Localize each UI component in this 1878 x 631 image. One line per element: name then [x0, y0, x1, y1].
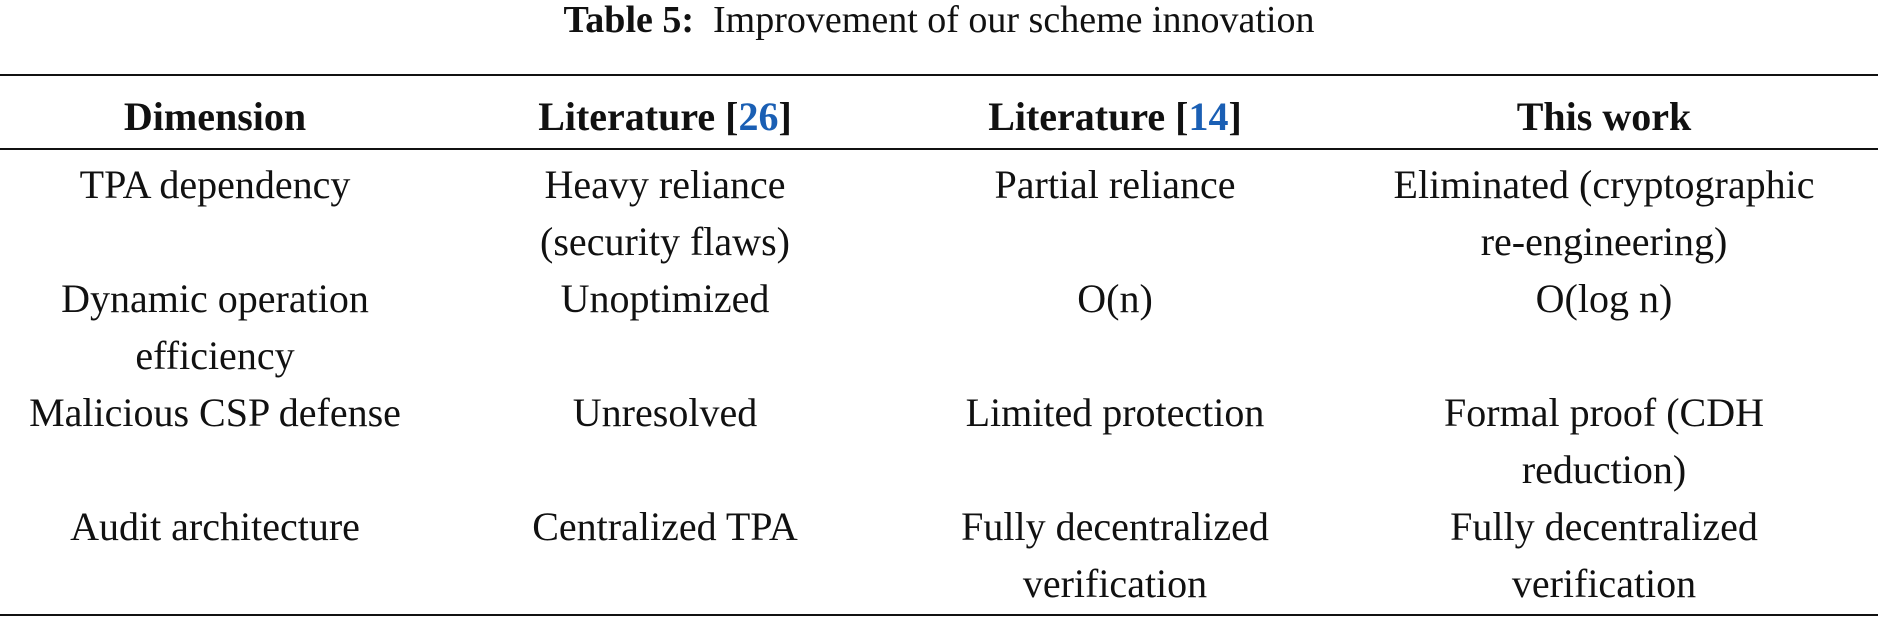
- table-row: Malicious CSP defense Unresolved Limited…: [0, 384, 1878, 498]
- header-literature-14-prefix: Literature [: [988, 94, 1189, 139]
- comparison-table: Dimension Literature [26] Literature [14…: [0, 74, 1878, 616]
- table-cell: Fully decentralized verification: [1330, 498, 1878, 615]
- cell-line: TPA dependency: [79, 162, 351, 207]
- table-cell: O(log n): [1330, 270, 1878, 384]
- header-literature-26-suffix: ]: [778, 94, 792, 139]
- header-row: Dimension Literature [26] Literature [14…: [0, 75, 1878, 149]
- cell-line: verification: [1511, 561, 1697, 606]
- cell-line: Limited protection: [965, 390, 1265, 435]
- cell-line: Audit architecture: [70, 504, 360, 549]
- table-cell: TPA dependency: [0, 149, 430, 270]
- cell-line: (security flaws): [540, 219, 790, 264]
- table-cell: Unresolved: [430, 384, 900, 498]
- header-literature-26: Literature [26]: [430, 75, 900, 149]
- header-dimension: Dimension: [0, 75, 430, 149]
- table-row: Audit architecture Centralized TPA Fully…: [0, 498, 1878, 615]
- cell-line: O(n): [1077, 276, 1153, 321]
- cell-line: efficiency: [135, 333, 295, 378]
- table-cell: O(n): [900, 270, 1330, 384]
- cell-line: Fully decentralized: [1450, 504, 1758, 549]
- cell-line: Fully decentralized: [961, 504, 1269, 549]
- cell-line: re-engineering): [1480, 219, 1728, 264]
- cell-line: reduction): [1521, 447, 1687, 492]
- table-cell: Malicious CSP defense: [0, 384, 430, 498]
- cell-line: Malicious CSP defense: [29, 390, 401, 435]
- header-this-work-text: This work: [1516, 94, 1692, 139]
- table-body: TPA dependency Heavy reliance (security f…: [0, 149, 1878, 615]
- header-literature-14: Literature [14]: [900, 75, 1330, 149]
- table-cell: Audit architecture: [0, 498, 430, 615]
- header-this-work: This work: [1330, 75, 1878, 149]
- table-cell: Fully decentralized verification: [900, 498, 1330, 615]
- cell-line: Dynamic operation: [61, 276, 369, 321]
- table-cell: Dynamic operation efficiency: [0, 270, 430, 384]
- table-cell: Centralized TPA: [430, 498, 900, 615]
- header-dimension-text: Dimension: [123, 94, 307, 139]
- cell-line: Unresolved: [572, 390, 758, 435]
- table-cell: Unoptimized: [430, 270, 900, 384]
- table-caption-label: Table 5:: [563, 0, 695, 41]
- table-cell: Heavy reliance (security flaws): [430, 149, 900, 270]
- header-literature-14-suffix: ]: [1228, 94, 1242, 139]
- cell-line: Heavy reliance: [544, 162, 786, 207]
- table-header: Dimension Literature [26] Literature [14…: [0, 75, 1878, 149]
- table-cell: Partial reliance: [900, 149, 1330, 270]
- table-cell: Eliminated (cryptographic re-engineering): [1330, 149, 1878, 270]
- cell-line: Eliminated (cryptographic: [1393, 162, 1815, 207]
- table-cell: Formal proof (CDH reduction): [1330, 384, 1878, 498]
- cell-line: Formal proof (CDH: [1444, 390, 1764, 435]
- cell-line: Centralized TPA: [532, 504, 798, 549]
- header-literature-26-prefix: Literature [: [538, 94, 739, 139]
- citation-link-14[interactable]: 14: [1188, 94, 1229, 139]
- table-cell: Limited protection: [900, 384, 1330, 498]
- citation-link-26[interactable]: 26: [738, 94, 779, 139]
- cell-line: verification: [1022, 561, 1208, 606]
- table-row: TPA dependency Heavy reliance (security f…: [0, 149, 1878, 270]
- cell-line: Partial reliance: [994, 162, 1236, 207]
- table-caption-text: Improvement of our scheme innovation: [713, 0, 1315, 41]
- cell-line: O(log n): [1535, 276, 1673, 321]
- table-caption: Table 5: Improvement of our scheme innov…: [0, 0, 1878, 40]
- cell-line: Unoptimized: [560, 276, 770, 321]
